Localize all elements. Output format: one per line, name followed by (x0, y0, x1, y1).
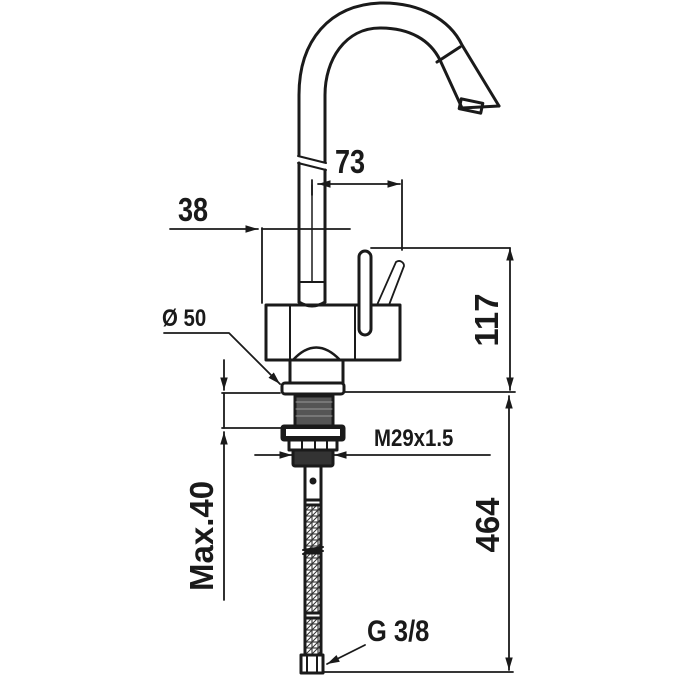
dimension-g38 (326, 644, 366, 665)
dimension-max40 (220, 359, 283, 601)
spout-offset-label: 38 (178, 191, 209, 228)
supply-hose (299, 464, 325, 675)
spout-reach-label: 73 (335, 143, 366, 180)
base-flange (280, 381, 346, 468)
base-diameter-label: Ø 50 (162, 305, 207, 332)
dimension-73 (311, 179, 511, 251)
body-height-label: 117 (468, 293, 505, 347)
spout (297, 1, 501, 171)
hose-connector-label: G 3/8 (367, 615, 430, 648)
stem (297, 161, 327, 308)
hose-length-label: 464 (469, 497, 506, 553)
faucet-body (264, 303, 402, 385)
thread-label: M29x1.5 (374, 425, 454, 452)
lever-handle (357, 249, 405, 337)
dimension-38 (169, 225, 351, 304)
dimension-d50 (163, 332, 281, 385)
max-counter-thickness-label: Max.40 (183, 480, 220, 591)
dimension-117-464 (322, 247, 516, 673)
